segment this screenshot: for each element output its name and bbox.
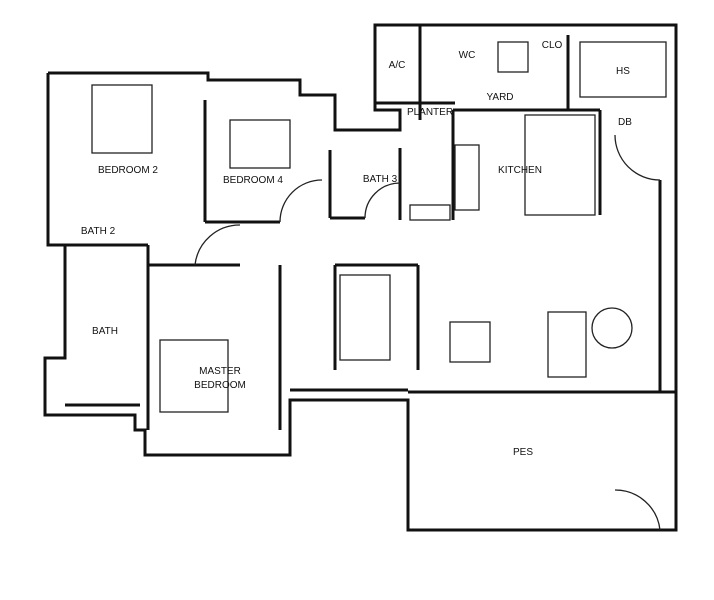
- bed-master: [159, 339, 229, 413]
- fixtures: [91, 41, 667, 413]
- dining-table: [449, 321, 491, 363]
- label-ac: A/C: [389, 60, 406, 71]
- walls: [43, 23, 678, 532]
- label-planter: PLANTER: [407, 107, 453, 118]
- label-kitchen: KITCHEN: [498, 165, 542, 176]
- kitchen-counter-2: [524, 114, 596, 216]
- room-labels: BEDROOM 2 BEDROOM 4 BATH 3 BATH 2 BATH M…: [81, 40, 632, 458]
- planter-box: [409, 204, 451, 221]
- cabinet: [339, 274, 391, 361]
- label-bedroom-2: BEDROOM 2: [98, 165, 158, 176]
- label-db: DB: [618, 117, 632, 128]
- label-master-bedroom: BEDROOM: [194, 380, 246, 391]
- label-pes: PES: [513, 447, 533, 458]
- label-hs: HS: [616, 66, 630, 77]
- label-yard: YARD: [486, 92, 513, 103]
- label-bath-2: BATH 2: [81, 226, 116, 237]
- bed-bedroom-4: [229, 119, 291, 169]
- label-bath-3: BATH 3: [363, 174, 398, 185]
- label-master: MASTER: [199, 366, 241, 377]
- household-shelter: [579, 41, 667, 98]
- label-wc: WC: [459, 50, 476, 61]
- washer: [497, 41, 529, 73]
- kitchen-counter: [454, 144, 480, 211]
- label-bedroom-4: BEDROOM 4: [223, 175, 283, 186]
- bed-bedroom-2: [91, 84, 153, 154]
- sofa: [547, 311, 587, 378]
- label-clo: CLO: [542, 40, 563, 51]
- round-table: [591, 307, 633, 349]
- door-swings: [194, 134, 661, 531]
- label-bath: BATH: [92, 326, 118, 337]
